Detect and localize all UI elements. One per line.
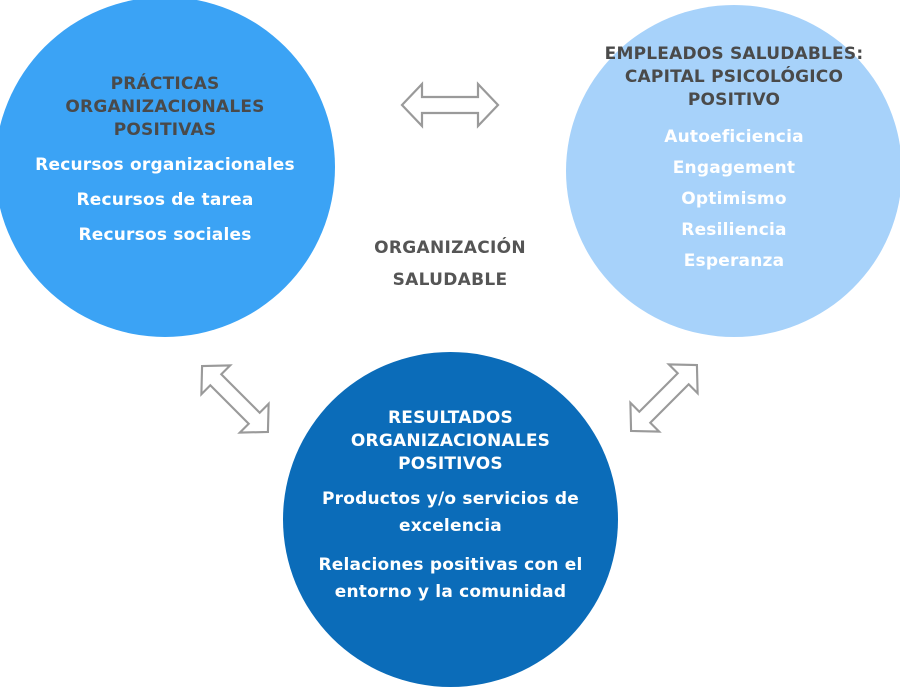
empleados-circle: EMPLEADOS SALUDABLES: CAPITAL PSICOLÓGIC… <box>566 5 900 337</box>
practicas-item: Recursos de tarea <box>76 190 254 210</box>
resultados-title: RESULTADOS ORGANIZACIONALES POSITIVOS <box>350 408 551 474</box>
double-arrow-icon <box>615 349 713 447</box>
practicas-circle: PRÁCTICAS ORGANIZACIONALES POSITIVAS Rec… <box>0 0 335 337</box>
organizacion-saludable-label: ORGANIZACIÓN SALUDABLE <box>374 238 526 290</box>
empleados-title: EMPLEADOS SALUDABLES: CAPITAL PSICOLÓGIC… <box>604 44 864 110</box>
resultados-circle: RESULTADOS ORGANIZACIONALES POSITIVOS Pr… <box>283 352 618 687</box>
empleados-item: Esperanza <box>683 251 785 271</box>
empleados-item: Resiliencia <box>681 220 787 240</box>
resultados-item: Relaciones positivas con el entorno y la… <box>318 555 583 602</box>
resultados-item: Productos y/o servicios de excelencia <box>321 489 580 536</box>
empleados-item: Optimismo <box>681 189 787 209</box>
practicas-item: Recursos organizacionales <box>35 155 295 175</box>
double-arrow-icon <box>186 350 284 448</box>
practicas-item: Recursos sociales <box>78 225 252 245</box>
practicas-title: PRÁCTICAS ORGANIZACIONALES POSITIVAS <box>65 74 265 140</box>
double-arrow-icon <box>400 82 500 128</box>
empleados-item: Engagement <box>672 158 796 178</box>
empleados-item: Autoeficiencia <box>664 127 804 147</box>
